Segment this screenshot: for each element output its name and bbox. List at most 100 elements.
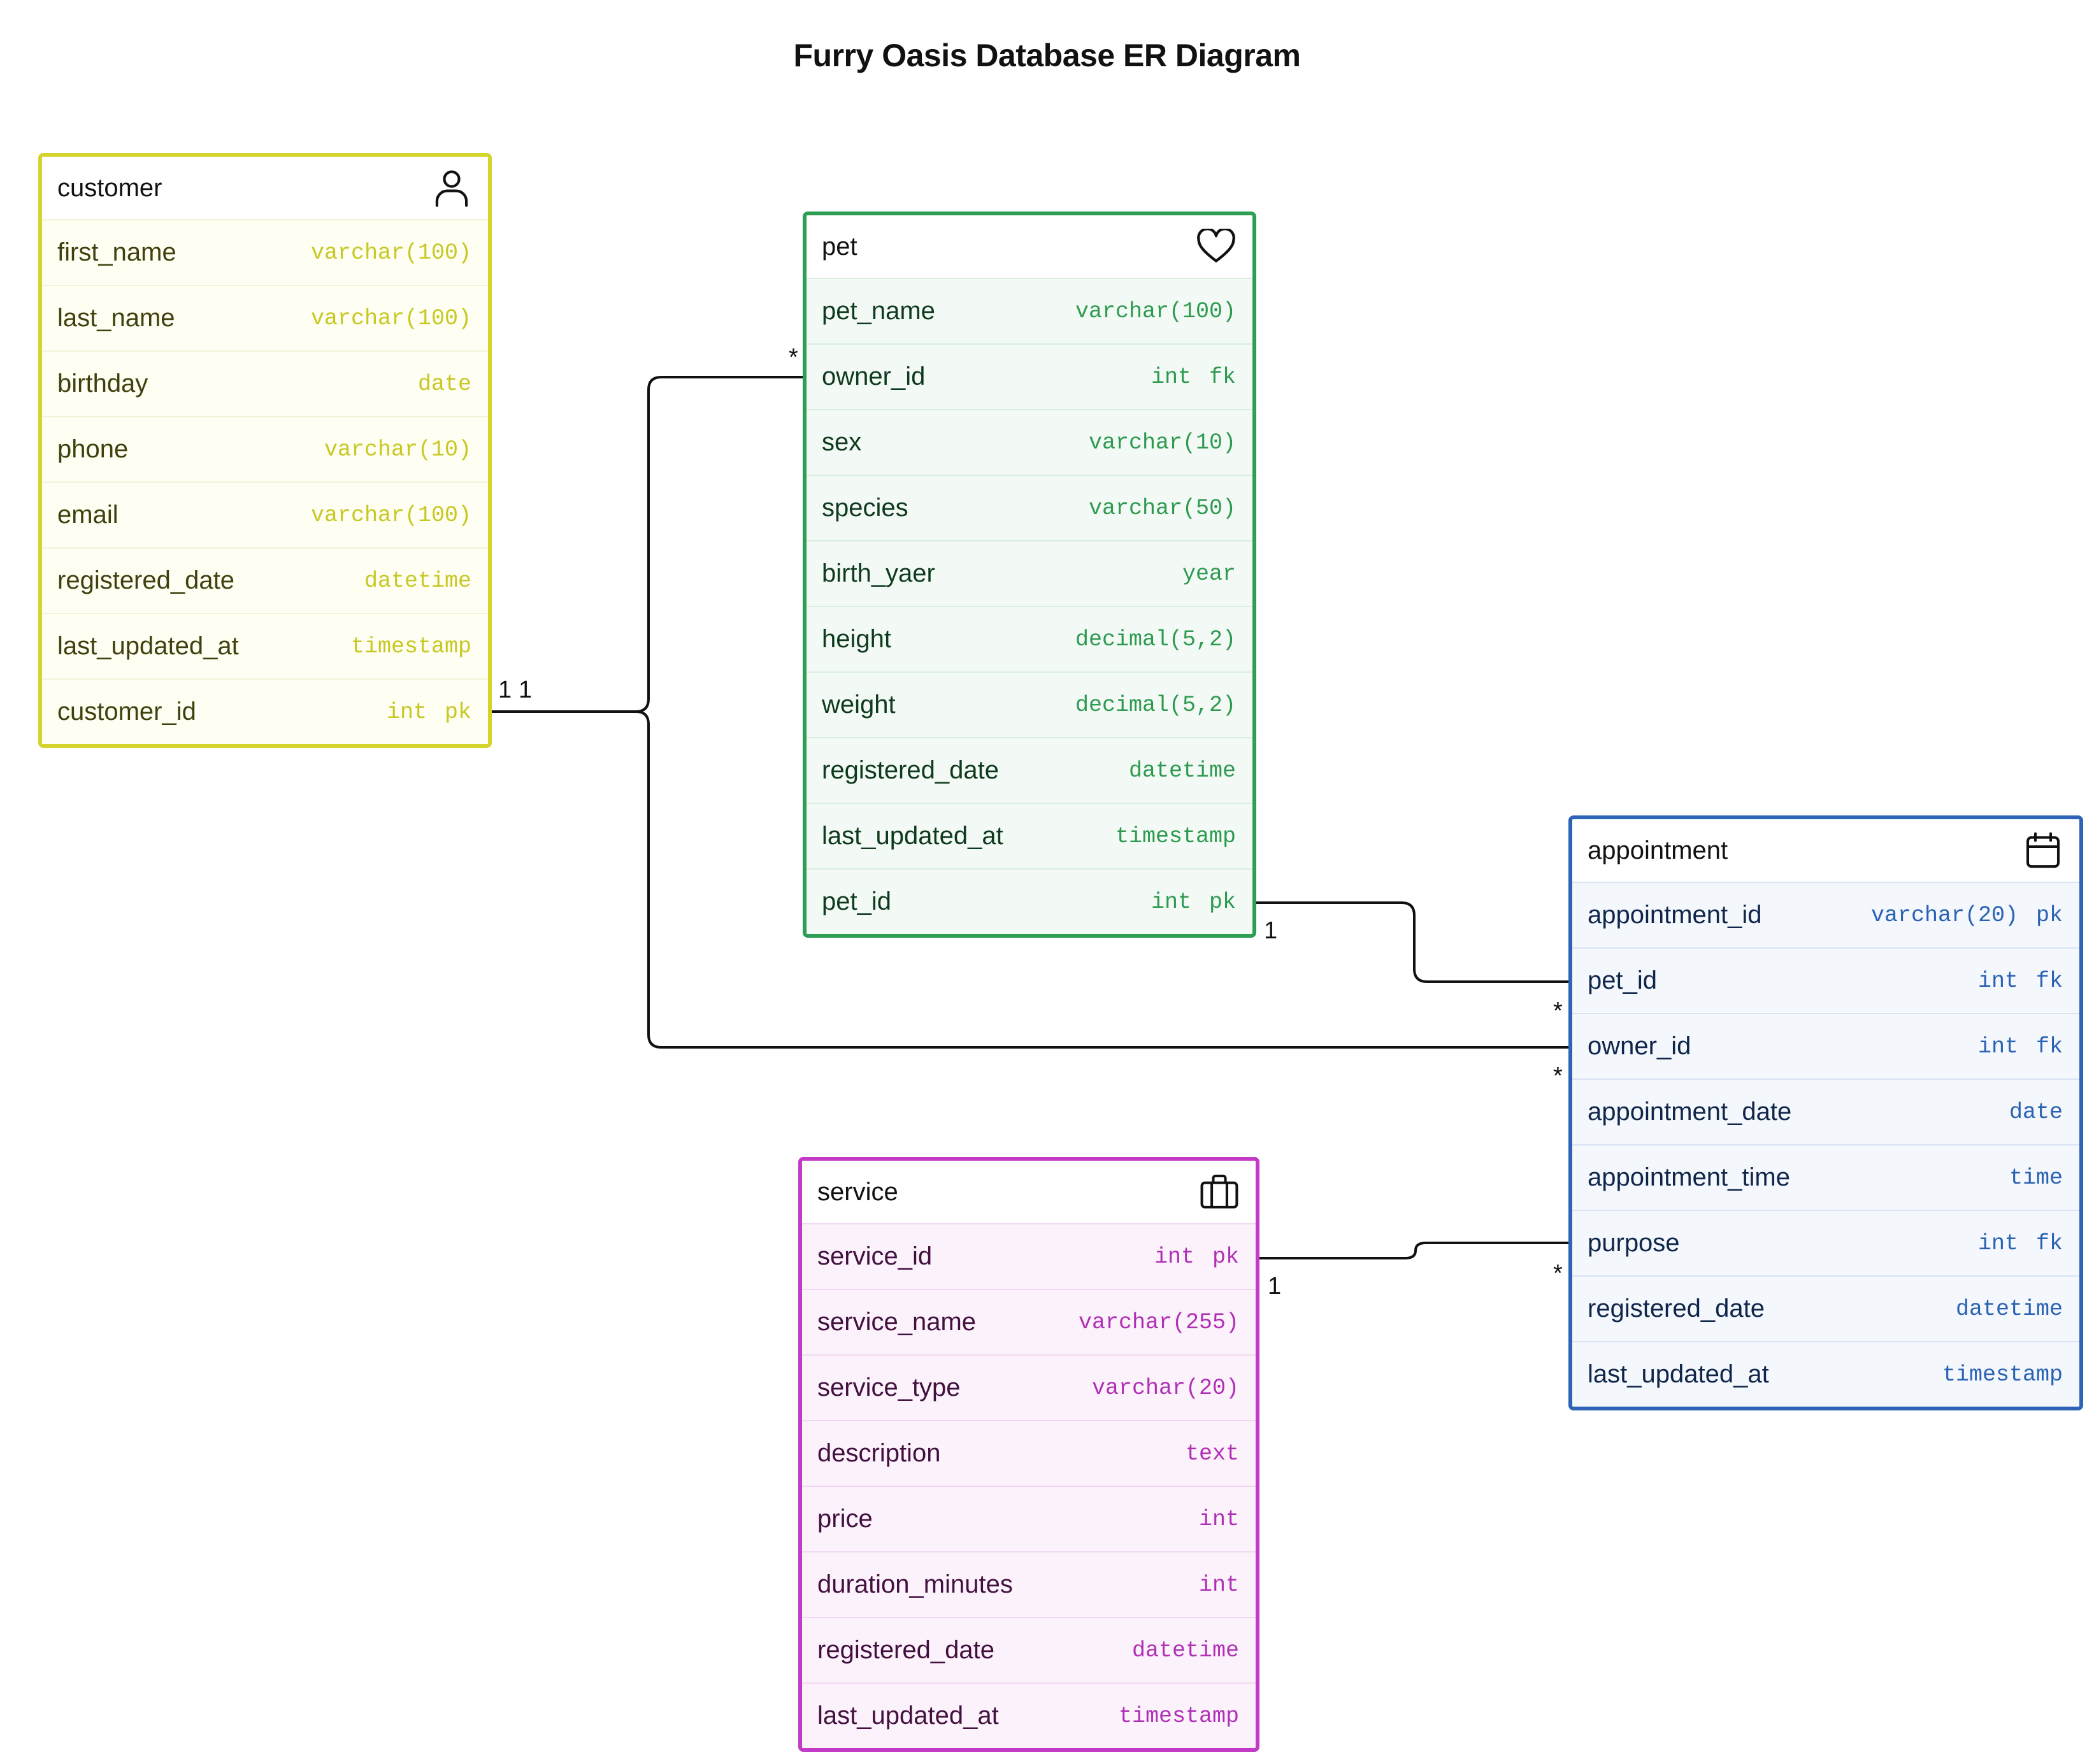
field-name: last_updated_at (817, 1702, 999, 1730)
field-type: timestamp (351, 634, 471, 659)
field-datatype: int (1154, 1244, 1194, 1270)
field-name: pet_id (822, 887, 891, 915)
field-type: varchar(100) (311, 306, 471, 331)
field-key-badge: fk (2035, 1033, 2063, 1059)
cardinality-pet-appointment-from: 1 (1264, 917, 1278, 944)
customer-header[interactable]: customer (42, 157, 488, 219)
user-icon (432, 168, 471, 208)
field-type: text (1186, 1441, 1239, 1466)
field-name: pet_name (822, 297, 935, 325)
field-type: timestamp (1119, 1703, 1239, 1729)
field-datatype: varchar(10) (324, 436, 471, 463)
field-datatype: varchar(100) (310, 305, 471, 331)
pet-field-registered-date[interactable]: registered_date datetime (807, 737, 1252, 803)
field-key-badge: fk (2035, 968, 2063, 994)
field-datatype: int (1198, 1506, 1239, 1532)
field-datatype: int (1151, 364, 1191, 390)
field-datatype: int (1151, 889, 1191, 915)
field-datatype: timestamp (1942, 1361, 2063, 1388)
field-name: weight (822, 691, 896, 719)
field-type: date (2009, 1100, 2063, 1125)
edge-pet-appointment (1246, 901, 1579, 983)
field-type: timestamp (1942, 1362, 2063, 1388)
field-key-badge: pk (444, 699, 471, 725)
field-datatype: varchar(100) (310, 502, 471, 528)
pet-header[interactable]: pet (807, 215, 1252, 278)
appointment-field-last-updated-at[interactable]: last_updated_at timestamp (1572, 1341, 2079, 1407)
cardinality-pet-appointment-to: * (1553, 998, 1563, 1024)
field-name: registered_date (57, 566, 234, 594)
field-key-badge: pk (1212, 1244, 1239, 1270)
field-name: service_name (817, 1308, 977, 1336)
field-datatype: varchar(10) (1088, 429, 1236, 455)
field-name: registered_date (1588, 1294, 1765, 1323)
cardinality-customer-pet-from: 1 (498, 677, 512, 703)
field-datatype: time (2009, 1165, 2063, 1191)
field-type: datetime (1956, 1296, 2063, 1322)
field-name: email (57, 501, 118, 529)
appointment-header[interactable]: appointment (1572, 819, 2079, 882)
appointment-field-registered-date[interactable]: registered_date datetime (1572, 1275, 2079, 1341)
customer-field-email[interactable]: email varchar(100) (42, 482, 488, 547)
field-name: last_updated_at (57, 632, 239, 660)
customer-field-last-updated-at[interactable]: last_updated_at timestamp (42, 613, 488, 678)
diagram-title: Furry Oasis Database ER Diagram (793, 38, 1301, 73)
service-header[interactable]: service (802, 1161, 1256, 1223)
field-type: varchar(10) (324, 437, 471, 463)
field-type: int (1199, 1507, 1239, 1532)
field-datatype: date (417, 371, 471, 397)
field-datatype: int (1977, 1033, 2018, 1059)
field-datatype: year (1182, 561, 1236, 587)
field-name: first_name (57, 238, 176, 266)
briefcase-icon (1200, 1172, 1239, 1212)
field-name: last_updated_at (822, 822, 1003, 850)
field-datatype: datetime (1128, 757, 1236, 784)
field-name: height (822, 625, 891, 653)
field-type: varchar(50) (1089, 496, 1236, 521)
service-field-last-updated-at[interactable]: last_updated_at timestamp (802, 1682, 1256, 1748)
field-name: registered_date (822, 756, 999, 784)
field-name: last_updated_at (1588, 1360, 1769, 1388)
field-type: date (418, 371, 471, 397)
service-table-name: service (817, 1177, 898, 1206)
field-datatype: timestamp (1118, 1703, 1239, 1729)
field-datatype: datetime (1131, 1637, 1239, 1663)
field-datatype: text (1185, 1440, 1239, 1466)
